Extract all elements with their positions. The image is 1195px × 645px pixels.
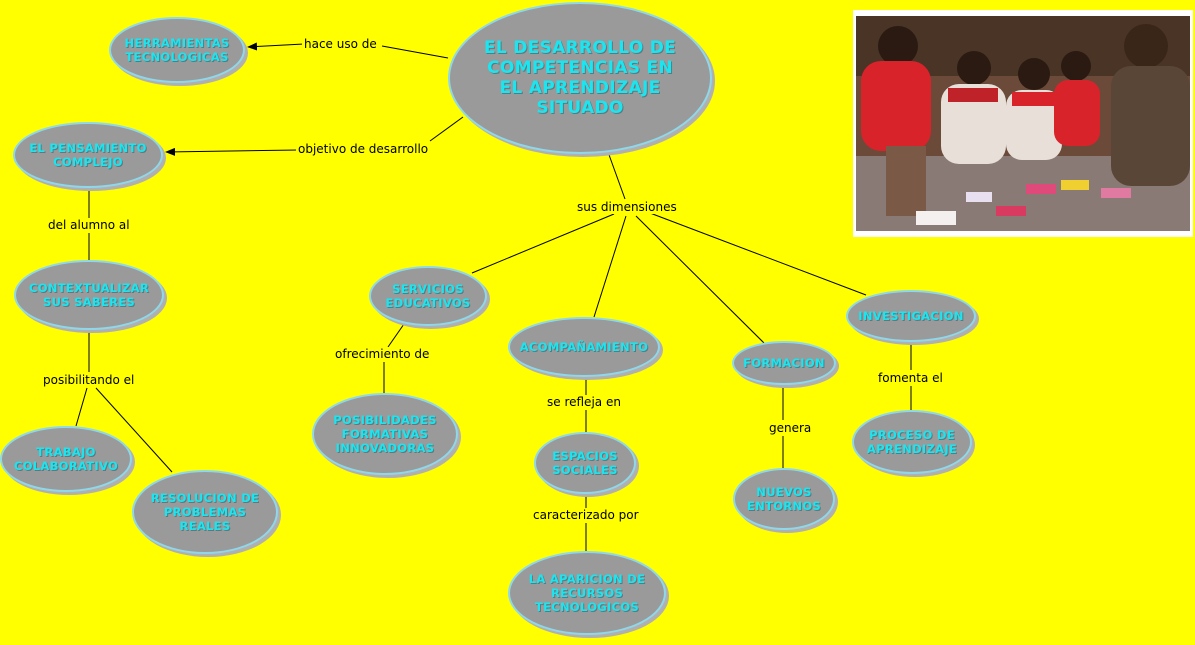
node-servicios-educativos[interactable]: SERVICIOS EDUCATIVOS [369,266,487,326]
node-label: FORMACION [743,356,825,370]
link-label-genera: genera [767,421,814,435]
link-label-objetivo: objetivo de desarrollo [296,142,431,156]
photo-children-learning-icon [856,16,1190,231]
link-line [635,215,765,344]
link-line [429,116,464,142]
node-posibilidades-formativas[interactable]: POSIBILIDADES FORMATIVAS INNOVADORAS [312,393,458,475]
arrow-line [165,147,299,156]
link-label-sus-dimensiones: sus dimensiones [575,200,679,214]
node-aparicion-recursos[interactable]: LA APARICION DE RECURSOS TECNOLOGICOS [508,551,666,635]
node-contextualizar-saberes[interactable]: CONTEXTUALIZAR SUS SABERES [14,260,164,330]
link-line [95,387,173,473]
link-line [471,213,615,274]
photo-children-learning [853,10,1193,237]
main-concept-label: EL DESARROLLO DE COMPETENCIAS EN EL APRE… [483,38,677,118]
arrow-line [247,42,305,51]
node-label: EL PENSAMIENTO COMPLEJO [29,141,147,169]
link-label-se-refleja: se refleja en [545,395,623,409]
node-proceso-aprendizaje[interactable]: PROCESO DE APRENDIZAJE [852,410,972,474]
node-herramientas-tecnologicas[interactable]: HERRAMIENTAS TECNOLOGICAS [109,17,245,83]
link-label-caracterizado: caracterizado por [531,508,641,522]
node-label: ESPACIOS SOCIALES [552,449,618,477]
node-label: ACOMPAÑAMIENTO [519,340,649,354]
link-line [387,323,405,348]
node-espacios-sociales[interactable]: ESPACIOS SOCIALES [534,432,636,494]
node-pensamiento-complejo[interactable]: EL PENSAMIENTO COMPLEJO [13,122,163,188]
node-label: POSIBILIDADES FORMATIVAS INNOVADORAS [333,413,437,455]
node-trabajo-colaborativo[interactable]: TRABAJO COLABORATIVO [0,426,132,492]
node-label: HERRAMIENTAS TECNOLOGICAS [124,36,230,64]
link-label-posibilitando: posibilitando el [41,373,137,387]
link-line [381,45,449,59]
link-line [593,215,627,318]
node-label: PROCESO DE APRENDIZAJE [866,428,958,456]
node-investigacion[interactable]: INVESTIGACION [846,290,976,342]
node-nuevos-entornos[interactable]: NUEVOS ENTORNOS [733,468,835,530]
link-line [607,151,626,200]
link-label-fomenta: fomenta el [876,371,945,385]
link-line [75,387,88,427]
node-label: SERVICIOS EDUCATIVOS [385,282,471,310]
node-label: INVESTIGACION [858,309,964,323]
link-line [649,212,867,296]
node-acompanamiento[interactable]: ACOMPAÑAMIENTO [508,317,660,377]
node-label: NUEVOS ENTORNOS [746,485,822,513]
node-label: RESOLUCION DE PROBLEMAS REALES [150,491,260,533]
node-resolucion-problemas[interactable]: RESOLUCION DE PROBLEMAS REALES [132,470,278,554]
link-label-ofrecimiento: ofrecimiento de [333,347,432,361]
link-label-del-alumno: del alumno al [46,218,132,232]
main-concept-node[interactable]: EL DESARROLLO DE COMPETENCIAS EN EL APRE… [448,2,712,154]
node-label: LA APARICION DE RECURSOS TECNOLOGICOS [528,572,646,614]
node-formacion[interactable]: FORMACION [732,341,836,385]
node-label: CONTEXTUALIZAR SUS SABERES [28,281,150,309]
link-label-hace-uso: hace uso de [302,37,379,51]
node-label: TRABAJO COLABORATIVO [13,445,119,473]
